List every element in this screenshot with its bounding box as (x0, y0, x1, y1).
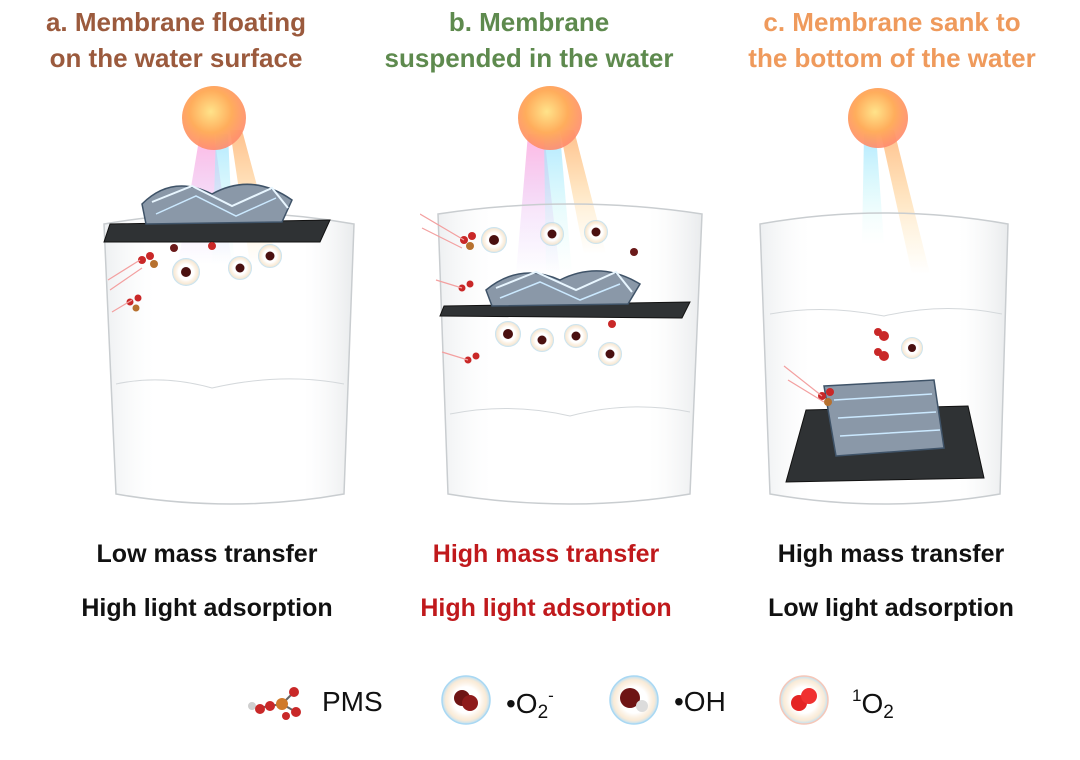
panel-b-title: b. Membrane suspended in the water (384, 7, 674, 73)
water-ripple (115, 378, 345, 389)
radical-bubbles (170, 242, 282, 286)
legend-hydroxyl: •OH (608, 672, 758, 728)
pms-molecules (420, 213, 480, 364)
panel-c-caption-light: Low light adsorption (768, 594, 1014, 622)
membrane (439, 270, 691, 319)
water-ripple (449, 406, 691, 417)
legend-superoxide-label: •O2- (506, 686, 554, 723)
membrane (785, 379, 985, 483)
pms-molecules (107, 252, 158, 313)
panel-c-illustration (759, 88, 1009, 505)
legend-singlet-oxygen-label: 1O2 (852, 686, 894, 723)
radical-bubbles (874, 328, 923, 361)
pms-molecule-icon (248, 687, 301, 720)
panel-b-illustration (420, 86, 703, 505)
panel-a-caption-mass-transfer: Low mass transfer (96, 540, 318, 568)
panel-c-caption-mass-transfer: High mass transfer (777, 540, 1005, 568)
panel-c-title: c. Membrane sank to the bottom of the wa… (748, 7, 1036, 73)
legend-hydroxyl-label: •OH (674, 686, 726, 717)
sun-icon (518, 86, 582, 150)
membrane (103, 183, 331, 243)
radical-bubbles (481, 220, 638, 366)
panel-a-caption-light: High light adsorption (81, 594, 333, 622)
legend-superoxide: •O2- (440, 672, 590, 728)
pms-molecules (783, 365, 834, 406)
superoxide-bubble-icon (441, 675, 491, 725)
panel-b-caption-light: High light adsorption (420, 594, 672, 622)
legend-pms: PMS (246, 672, 406, 728)
sun-icon (182, 86, 246, 150)
water-ripple (769, 307, 1003, 317)
legend-pms-label: PMS (322, 686, 383, 717)
legend-singlet-oxygen: 1O2 (778, 672, 928, 728)
hydroxyl-bubble-icon (609, 675, 659, 725)
singlet-oxygen-bubble-icon (779, 675, 829, 725)
panel-a-illustration (103, 86, 355, 505)
sun-icon (848, 88, 908, 148)
panel-a-title: a. Membrane floating on the water surfac… (45, 7, 307, 73)
panel-b-caption-mass-transfer: High mass transfer (432, 540, 660, 568)
